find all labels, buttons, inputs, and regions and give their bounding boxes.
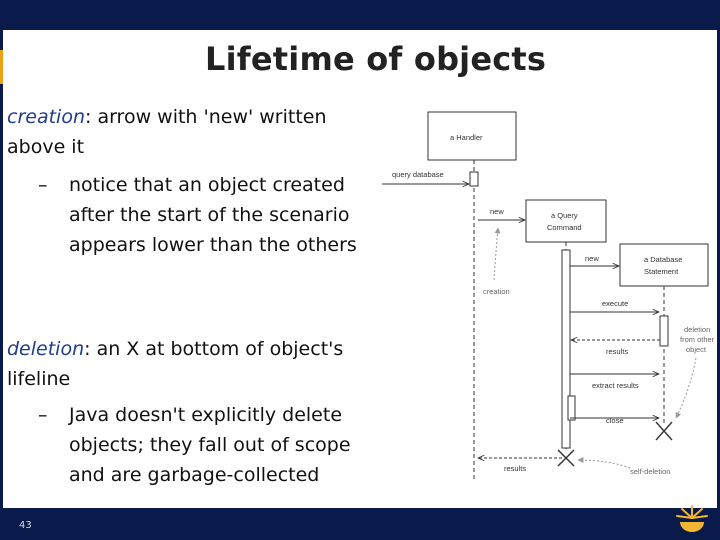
title-accent-bar	[0, 50, 3, 84]
msg-new-1: new	[490, 207, 504, 216]
slide-canvas	[3, 30, 717, 508]
query-command-label-2: Command	[547, 223, 582, 232]
slide-number: 43	[19, 520, 32, 531]
note-deletion-2: from other	[680, 335, 715, 344]
db-deletion-x	[655, 421, 673, 441]
creation-sub-text: notice that an object created after the …	[69, 174, 357, 256]
deletion-sub-dash: –	[38, 404, 48, 426]
msg-extract-results: extract results	[592, 381, 639, 390]
top-frame-bar	[0, 0, 720, 30]
creation-keyword: creation	[7, 106, 85, 128]
msg-results-1: results	[606, 347, 628, 356]
deletion-text: : an X at bottom of object's lifeline	[7, 338, 344, 390]
msg-close: close	[606, 416, 624, 425]
self-deletion-arrow	[577, 457, 631, 469]
msg-execute: execute	[602, 299, 628, 308]
note-deletion-3: object	[686, 345, 707, 354]
msg-query-database: query database	[392, 170, 444, 179]
creation-text: : arrow with 'new' written above it	[7, 106, 327, 158]
deletion-paragraph: deletion: an X at bottom of object's lif…	[7, 334, 377, 394]
creation-paragraph: creation: arrow with 'new' written above…	[7, 102, 377, 162]
handler-activation	[469, 171, 479, 187]
db-statement-label-1: a Database	[644, 255, 682, 264]
query-command-label-1: a Query	[551, 211, 578, 220]
msg-results-2: results	[504, 464, 526, 473]
deletion-note-arrow	[675, 357, 697, 419]
slide-title: Lifetime of objects	[205, 40, 547, 78]
db-statement-label-2: Statement	[644, 267, 679, 276]
note-deletion-1: deletion	[684, 325, 710, 334]
creation-sub-dash: –	[38, 174, 48, 196]
msg-new-2: new	[585, 254, 599, 263]
sun-logo-icon	[676, 505, 708, 532]
query-command-activation-2	[567, 395, 576, 421]
deletion-sub-text: Java doesn't explicitly delete objects; …	[69, 404, 351, 486]
self-deletion-x	[557, 449, 575, 467]
note-creation: creation	[483, 287, 510, 296]
query-command-box	[525, 199, 607, 243]
note-self-deletion: self-deletion	[630, 467, 670, 476]
bottom-frame-bar	[0, 508, 720, 540]
deletion-subpoint: – Java doesn't explicitly delete objects…	[38, 400, 383, 490]
db-statement-activation	[659, 315, 669, 347]
sequence-diagram: a Handler query database a Query Command…	[382, 111, 715, 480]
query-command-activation	[561, 249, 571, 449]
handler-label: a Handler	[450, 133, 483, 142]
creation-note-arrow	[493, 227, 501, 281]
creation-subpoint: – notice that an object created after th…	[38, 170, 383, 260]
db-statement-box	[619, 243, 709, 287]
handler-box	[427, 111, 517, 161]
deletion-keyword: deletion	[7, 338, 85, 360]
